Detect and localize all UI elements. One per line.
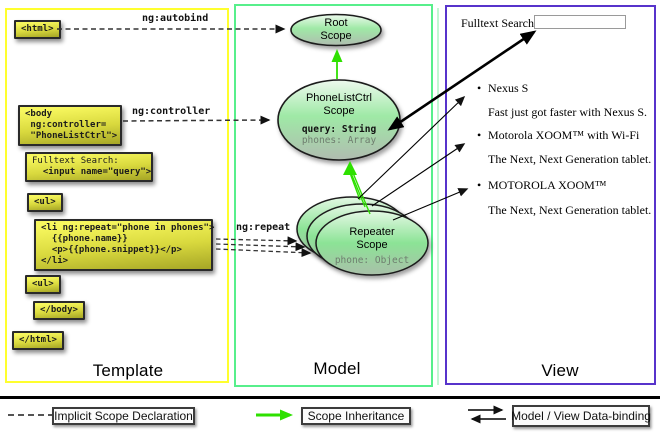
template-panel-title: Template (92, 361, 164, 380)
code-text: <ul> (32, 279, 54, 289)
code-box-body-open: <body ng:controller= "PhoneListCtrl"> (18, 105, 122, 146)
legend-implicit-label: Implicit Scope Declaration (54, 409, 193, 423)
legend-databinding-label: Model / View Data-binding (511, 409, 651, 423)
phone-name-1: Nexus S (488, 81, 529, 95)
phone-desc-3: The Next, Next Generation tablet. (488, 203, 652, 217)
code-line: {{phone.name}} (41, 234, 128, 244)
view-panel-title: View (541, 361, 579, 380)
code-line: </li> (41, 256, 69, 266)
code-box-fulltext: Fulltext Search: <input name="query"> (25, 152, 153, 182)
code-text: <html> (21, 24, 54, 34)
bullet-icon: • (477, 128, 482, 142)
code-line: <body (25, 109, 53, 119)
template-panel (5, 8, 229, 383)
code-box-ul-open: <ul> (27, 193, 63, 212)
code-line: <input name="query"> (32, 167, 152, 177)
code-box-ul-close: <ul> (25, 275, 61, 294)
code-line: <li ng:repeat="phone in phones"> (41, 223, 215, 233)
code-text: </html> (19, 335, 57, 345)
bullet-icon: • (477, 178, 482, 192)
fulltext-search-input[interactable] (534, 15, 626, 29)
bullet-icon: • (477, 81, 482, 95)
code-box-html-close: </html> (12, 331, 64, 350)
code-line: Fulltext Search: (32, 156, 119, 166)
code-line: ng:controller= (25, 120, 107, 130)
phone-desc-1: Fast just got faster with Nexus S. (488, 105, 647, 119)
code-box-li-repeat: <li ng:repeat="phone in phones"> {{phone… (34, 219, 215, 271)
phone-desc-2: The Next, Next Generation tablet. (488, 152, 652, 166)
legend-implicit-box: Implicit Scope Declaration (52, 407, 195, 425)
ng-controller-label: ng:controller (132, 106, 211, 117)
view-panel (445, 5, 656, 385)
code-text: <ul> (34, 197, 56, 207)
code-text: </body> (40, 305, 78, 315)
phone-name-3: MOTOROLA XOOM™ (488, 178, 607, 192)
legend-inheritance-label: Scope Inheritance (307, 409, 405, 423)
code-line: <p>{{phone.snippet}}</p> (41, 245, 182, 255)
code-line: "PhoneListCtrl"> (25, 131, 118, 141)
legend-databinding-box: Model / View Data-binding (511, 405, 651, 427)
fulltext-search-label: Fulltext Search: (461, 16, 538, 30)
phone-name-2: Motorola XOOM™ with Wi-Fi (488, 128, 640, 142)
ng-repeat-label: ng:repeat (236, 222, 291, 233)
code-box-html-open: <html> (14, 20, 61, 39)
legend-inheritance-box: Scope Inheritance (301, 407, 411, 425)
code-box-body-close: </body> (33, 301, 85, 320)
ng-autobind-label: ng:autobind (142, 13, 209, 24)
model-panel (234, 4, 433, 387)
model-panel-title: Model (313, 359, 361, 378)
